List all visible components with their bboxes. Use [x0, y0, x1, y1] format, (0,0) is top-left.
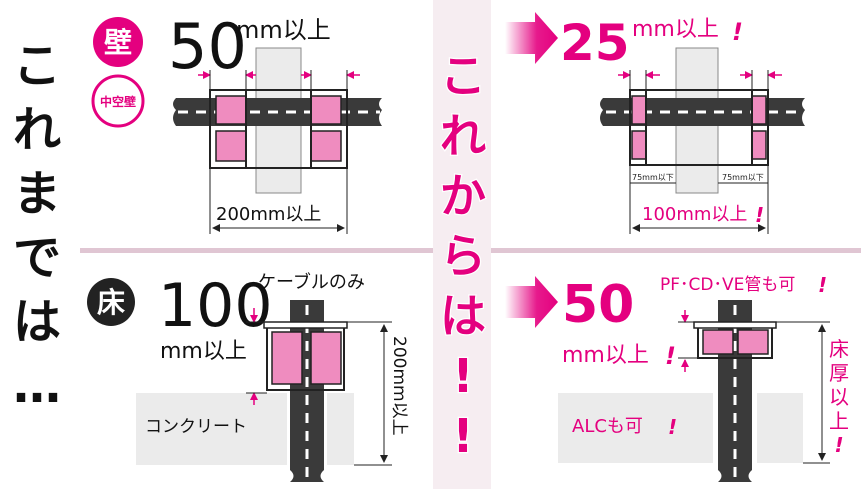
- wall-after-diagram: [600, 47, 805, 234]
- wall-after-unit: mm以上: [632, 17, 719, 42]
- floor-after-diagram: [558, 300, 830, 482]
- left-banner-char: …: [13, 358, 61, 414]
- floor-before-diagram: [136, 300, 392, 482]
- svg-text:これからは!!: これからは!!: [440, 49, 486, 463]
- wall-transition-arrow: [505, 12, 558, 64]
- center-banner-char: こ: [440, 49, 486, 103]
- floor-before-unit: mm以上: [160, 339, 247, 364]
- left-banner-char: ま: [13, 166, 61, 222]
- floor-concrete-label: コンクリート: [145, 417, 247, 437]
- thickness-mark: !: [834, 433, 843, 457]
- thickness-char-1: 床: [829, 337, 849, 361]
- vertical-divider: [433, 0, 491, 489]
- floor-pipes-mark: !: [818, 273, 827, 297]
- center-banner-char: !: [453, 409, 474, 463]
- floor-after-mark: !: [665, 342, 676, 370]
- floor-alc-mark: !: [668, 415, 677, 439]
- wall-before-diagram: [173, 47, 382, 234]
- floor-badge-text: 床: [97, 286, 125, 319]
- floor-badge: 床: [87, 278, 135, 326]
- floor-before-height: 200mm以上: [389, 336, 409, 436]
- floor-after-unit: mm以上: [562, 343, 649, 368]
- wall-after-mark: !: [732, 18, 743, 46]
- wall-gap-left: 75mm以下: [632, 173, 674, 182]
- wall-before-value: 50: [168, 10, 247, 83]
- wall-badge-text: 壁: [104, 26, 132, 59]
- center-banner-char: !: [453, 349, 474, 403]
- wall-before-unit: mm以上: [236, 16, 331, 44]
- center-banner-char: ら: [440, 229, 486, 283]
- floor-cable-only: ケーブルのみ: [258, 271, 365, 293]
- thickness-char-4: 上: [829, 409, 849, 433]
- center-banner-char: は: [440, 289, 486, 343]
- floor-pipes-ok: PF･CD･VE管も可: [660, 275, 795, 295]
- center-banner-char: か: [440, 169, 486, 223]
- wall-after-value: 25: [560, 14, 630, 72]
- left-banner-char: は: [13, 294, 61, 350]
- wall-after-width-mark: !: [755, 203, 764, 227]
- thickness-char-2: 厚: [829, 361, 849, 385]
- thickness-char-3: 以: [829, 385, 849, 409]
- wall-before-width: 200mm以上: [216, 204, 321, 225]
- left-banner-char: で: [13, 230, 61, 286]
- floor-before-value: 100: [158, 271, 273, 341]
- wall-gap-right: 75mm以下: [722, 173, 764, 182]
- svg-text:これまでは…: これまでは …: [13, 38, 61, 414]
- center-banner-char: れ: [440, 109, 486, 163]
- left-banner-char: れ: [13, 102, 61, 158]
- left-banner: これまでは …: [13, 38, 61, 414]
- left-banner-char: こ: [13, 38, 61, 94]
- center-banner: これからは!!: [439, 48, 488, 465]
- hollow-wall-badge-text: 中空壁: [100, 94, 136, 109]
- floor-after-value: 50: [562, 275, 634, 335]
- wall-after-width: 100mm以上: [642, 204, 747, 225]
- hollow-wall-badge: 中空壁: [91, 74, 145, 128]
- thickness-label-bg: [826, 336, 852, 454]
- floor-alc-ok: ALCも可: [572, 416, 643, 437]
- wall-badge: 壁: [93, 17, 143, 67]
- floor-transition-arrow: [505, 276, 558, 328]
